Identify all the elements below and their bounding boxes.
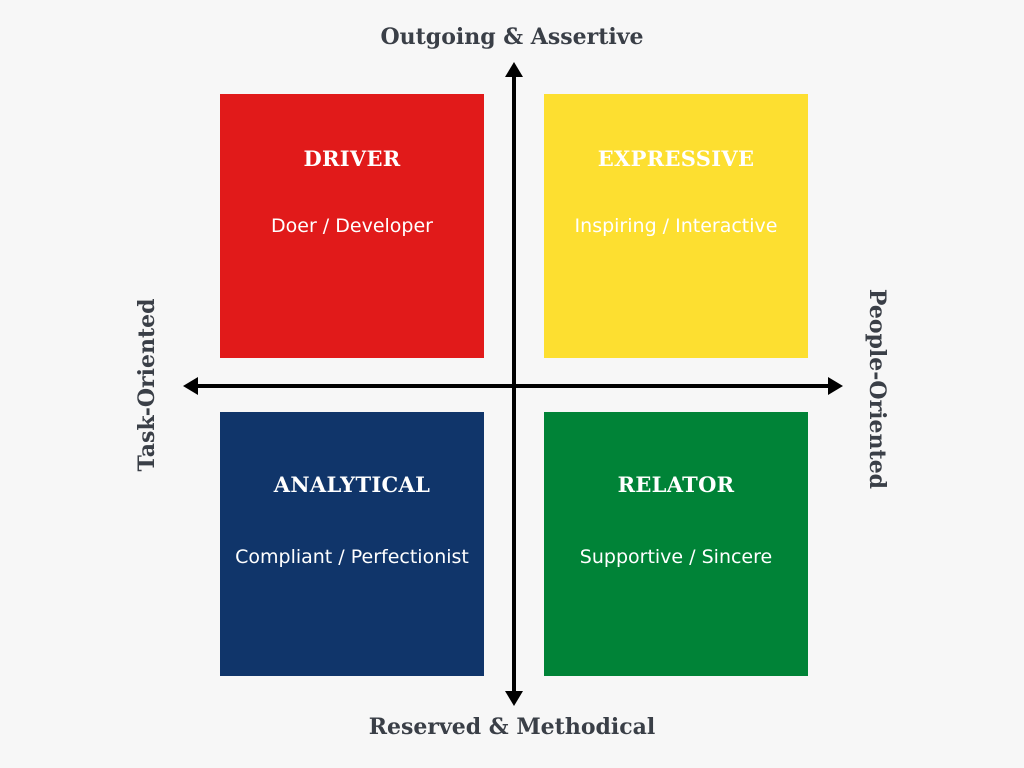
quadrant-relator: RELATOR Supportive / Sincere — [544, 412, 808, 676]
axis-label-bottom: Reserved & Methodical — [368, 714, 656, 740]
quadrant-subtitle: Compliant / Perfectionist — [235, 546, 469, 568]
quadrant-subtitle: Doer / Developer — [271, 215, 433, 237]
arrowhead-down-icon — [505, 691, 523, 706]
quadrant-expressive: EXPRESSIVE Inspiring / Interactive — [544, 94, 808, 358]
quadrant-subtitle: Inspiring / Interactive — [574, 215, 778, 237]
arrowhead-up-icon — [505, 62, 523, 77]
quadrant-title: RELATOR — [617, 472, 735, 497]
quadrant-analytical: ANALYTICAL Compliant / Perfectionist — [220, 412, 484, 676]
arrowhead-left-icon — [183, 377, 198, 395]
axis-label-top: Outgoing & Assertive — [380, 24, 644, 50]
quadrant-title: EXPRESSIVE — [597, 146, 755, 171]
quadrant-title: ANALYTICAL — [273, 472, 431, 497]
arrowhead-right-icon — [828, 377, 843, 395]
quadrant-driver: DRIVER Doer / Developer — [220, 94, 484, 358]
quadrant-title: DRIVER — [303, 146, 401, 171]
quadrant-subtitle: Supportive / Sincere — [579, 546, 773, 568]
